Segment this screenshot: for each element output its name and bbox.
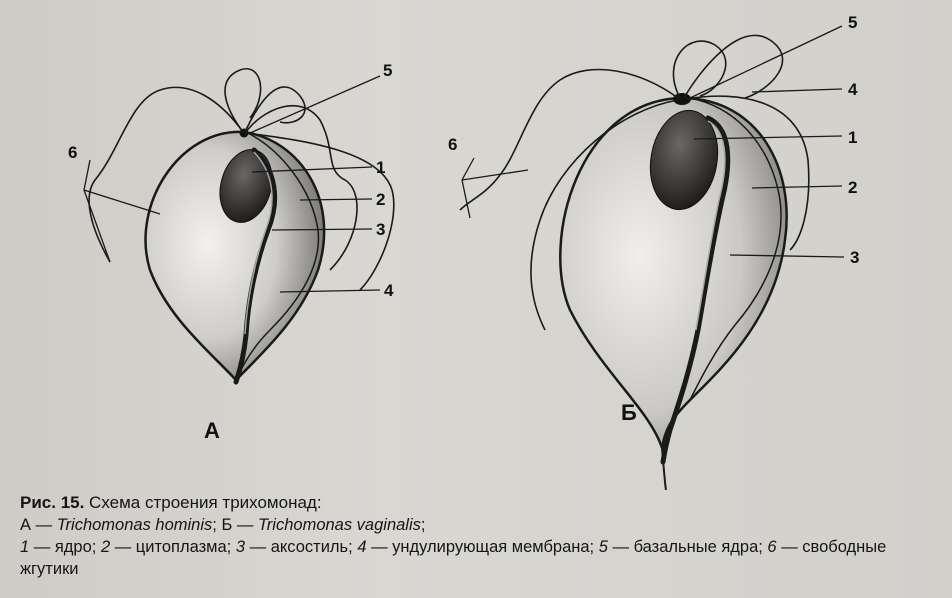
legend-2-text: — цитоплазма; [110, 538, 236, 556]
legend-2-num: 2 [101, 538, 110, 556]
caption-a-species: Trichomonas hominis [57, 516, 213, 534]
label-b-5: 5 [848, 13, 857, 32]
legend-3-num: 3 [236, 538, 245, 556]
caption-title-text: Схема строения трихомонад: [84, 493, 321, 512]
caption-fig-number: Рис. 15. [20, 493, 84, 512]
legend-5-text: — базальные ядра; [608, 538, 768, 556]
label-b-4: 4 [848, 80, 858, 99]
legend-6-num: 6 [767, 538, 776, 556]
label-b-6: 6 [448, 135, 457, 154]
legend-4-num: 4 [357, 538, 366, 556]
figure-caption: Рис. 15. Схема строения трихомонад: А — … [20, 492, 945, 580]
caption-a-prefix: А — [20, 516, 57, 534]
caption-title: Рис. 15. Схема строения трихомонад: [20, 492, 945, 514]
label-a-5: 5 [383, 61, 392, 80]
panel-label-b: Б [621, 400, 637, 425]
caption-legend: 1 — ядро; 2 — цитоплазма; 3 — аксостиль;… [20, 536, 945, 580]
label-a-4: 4 [384, 281, 394, 300]
label-b-1: 1 [848, 128, 857, 147]
label-a-1: 1 [376, 158, 385, 177]
caption-b-suffix: ; [421, 516, 426, 534]
trichomonad-diagram: 5 1 2 3 4 6 А [0, 0, 952, 490]
label-b-3: 3 [850, 248, 859, 267]
label-a-2: 2 [376, 190, 385, 209]
label-b-2: 2 [848, 178, 857, 197]
legend-4-text: — ундулирующая мембрана; [367, 538, 599, 556]
legend-5-num: 5 [599, 538, 608, 556]
legend-3-text: — аксостиль; [245, 538, 357, 556]
cell-a: 5 1 2 3 4 6 А [68, 61, 394, 443]
legend-1-text: — ядро; [29, 538, 101, 556]
panel-label-a: А [204, 418, 220, 443]
caption-species-line: А — Trichomonas hominis; Б — Trichomonas… [20, 514, 945, 536]
caption-b-prefix: ; Б — [212, 516, 258, 534]
legend-1-num: 1 [20, 538, 29, 556]
caption-b-species: Trichomonas vaginalis [258, 516, 421, 534]
label-a-3: 3 [376, 220, 385, 239]
cell-b: 5 4 1 2 3 6 Б [448, 13, 859, 490]
label-a-6: 6 [68, 143, 77, 162]
